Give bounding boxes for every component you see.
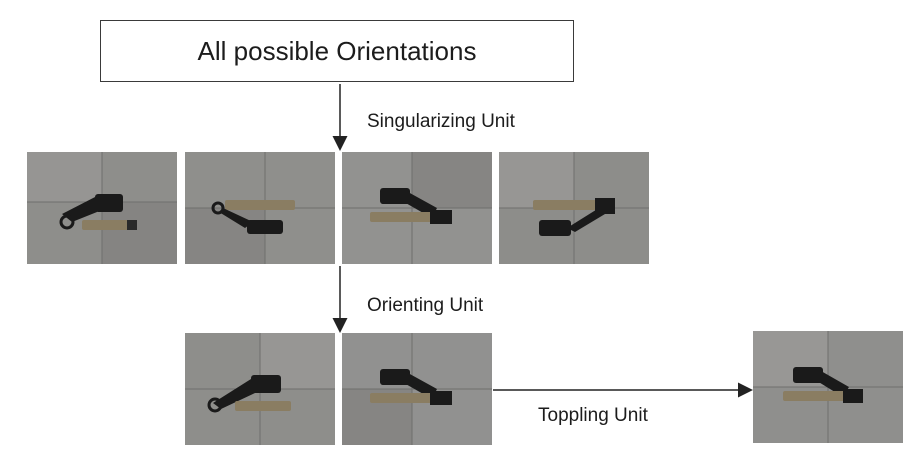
oriented-1-photo [185,333,335,445]
orientation-2-photo [185,152,335,264]
orientation-3-photo [342,152,492,264]
toppling-unit-label: Toppling Unit [538,405,648,426]
singularizing-unit-label: Singularizing Unit [367,111,515,132]
orientation-4-photo [499,152,649,264]
all-orientations-box: All possible Orientations [100,20,574,82]
all-orientations-title: All possible Orientations [197,35,477,66]
oriented-2-photo [342,333,492,445]
toppled-photo [753,331,903,443]
orienting-unit-label: Orienting Unit [367,295,484,316]
orientation-1-photo [27,152,177,264]
